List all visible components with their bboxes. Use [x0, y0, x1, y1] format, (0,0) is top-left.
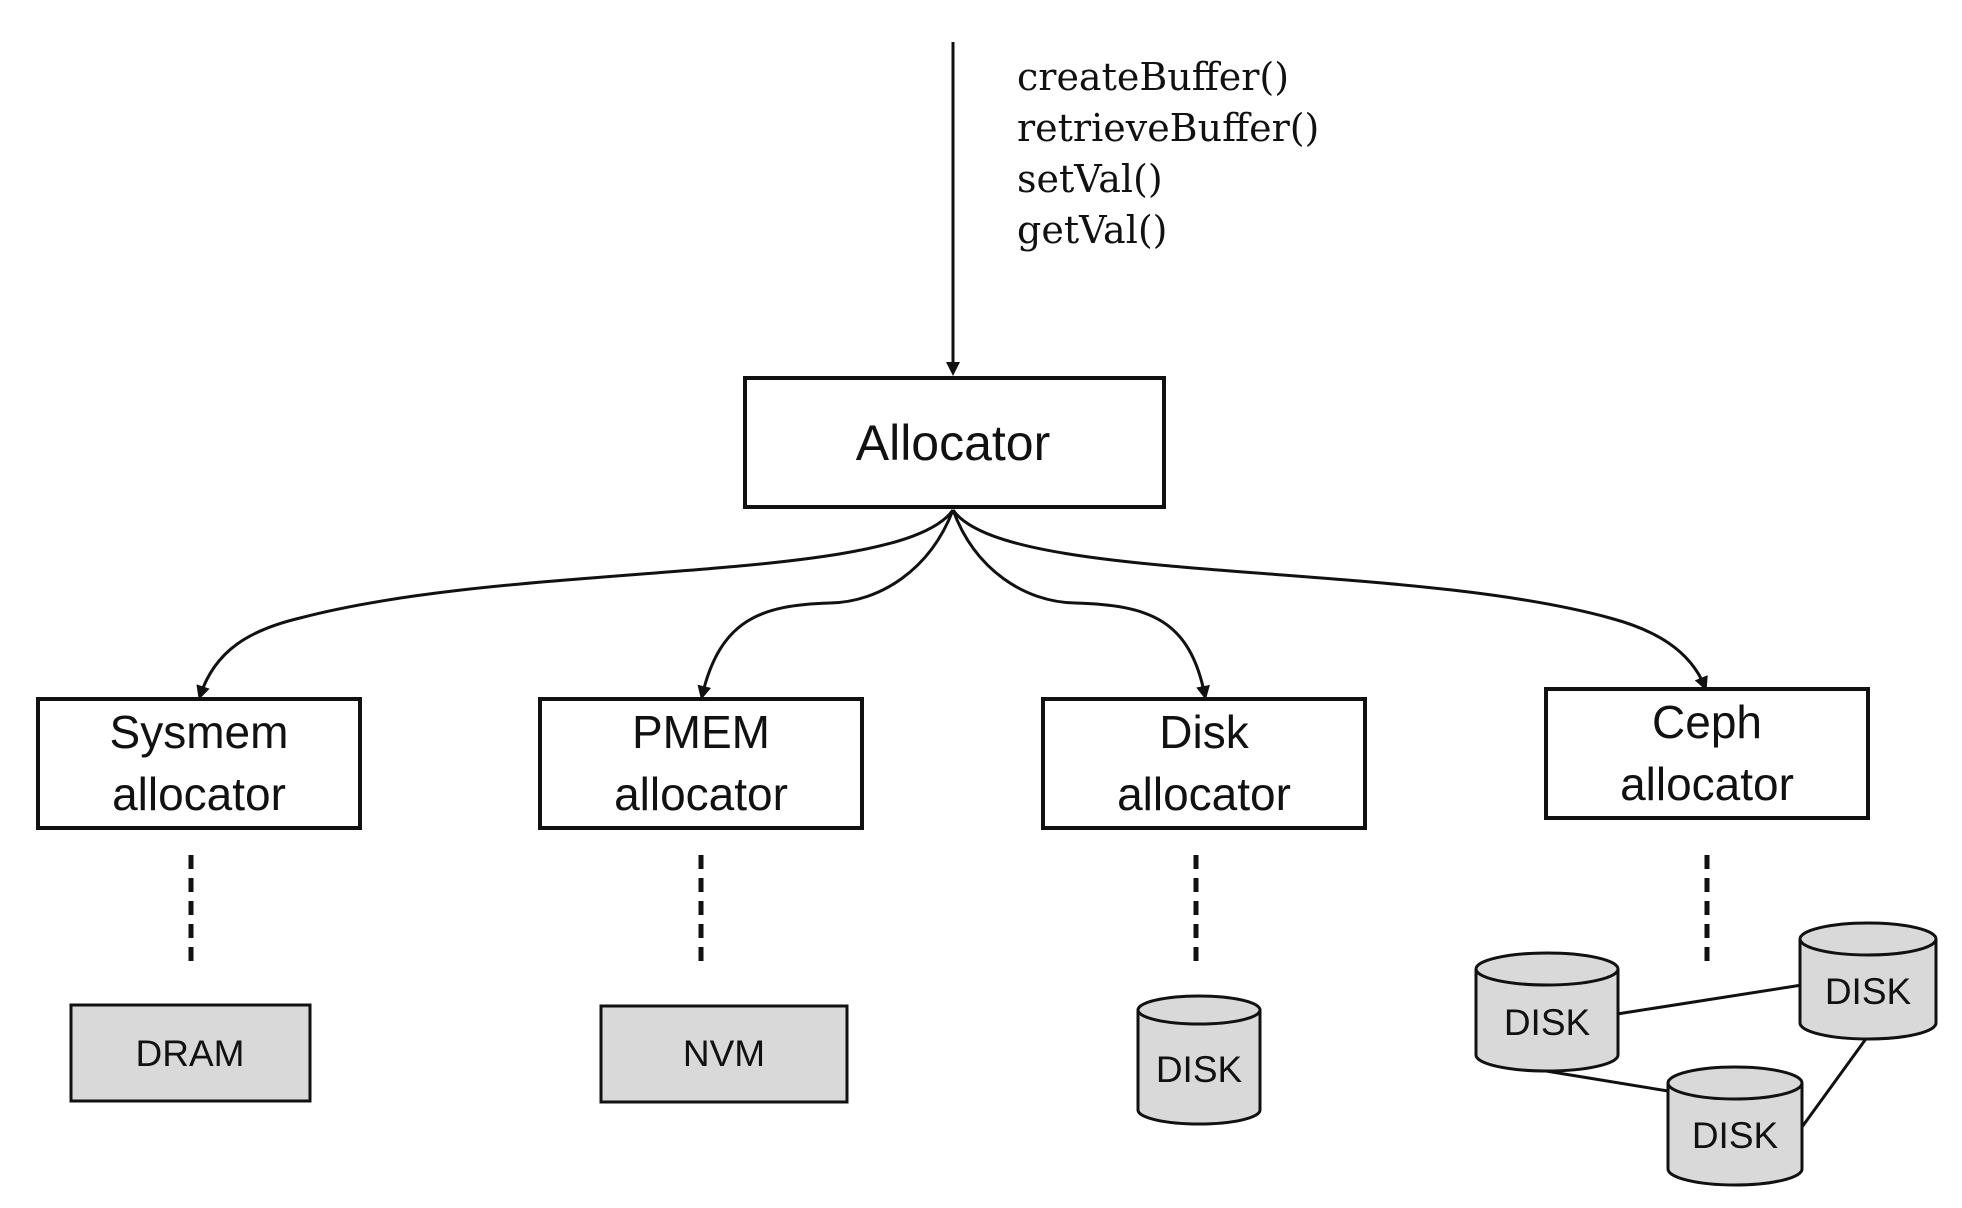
- pmem-allocator-label-line1: PMEM: [632, 706, 770, 758]
- disk-storage: DISK: [1136, 994, 1262, 1126]
- nvm-storage: NVM: [599, 1004, 849, 1104]
- ceph-disk-bottom-label: DISK: [1692, 1115, 1779, 1156]
- sysmem-allocator-label-line2: allocator: [112, 768, 286, 820]
- nvm-label: NVM: [683, 1033, 765, 1074]
- allocator-node: Allocator: [743, 376, 1166, 509]
- ceph-disk-right-top: [1798, 921, 1938, 957]
- sysmem-allocator-label-line1: Sysmem: [110, 706, 289, 758]
- api-call-retrieve-buffer: retrieveBuffer(): [1017, 106, 1319, 150]
- disk-allocator-label-line1: Disk: [1159, 706, 1249, 758]
- sysmem-allocator-node: Sysmem allocator: [36, 697, 362, 830]
- pmem-allocator-box: [538, 697, 864, 830]
- ceph-allocator-label-line1: Ceph: [1652, 696, 1762, 748]
- pmem-allocator-node: PMEM allocator: [538, 697, 864, 830]
- ceph-disk-right-label: DISK: [1825, 971, 1912, 1012]
- ceph-disk-left-top: [1474, 951, 1620, 987]
- nvm-box: [599, 1004, 849, 1104]
- disk-cylinder-top: [1136, 994, 1262, 1026]
- disk-label: DISK: [1156, 1049, 1243, 1090]
- dashed-connectors: [188, 855, 1710, 970]
- ceph-disk-bottom-top: [1666, 1065, 1804, 1101]
- sysmem-allocator-box: [36, 697, 362, 830]
- api-call-set-val: setVal(): [1017, 157, 1163, 201]
- allocator-connectors: [196, 509, 1708, 700]
- ceph-cluster-links: [1545, 983, 1870, 1128]
- arrow-to-disk: [951, 509, 1210, 700]
- dram-label: DRAM: [136, 1033, 245, 1074]
- dram-box: [69, 1003, 312, 1103]
- arrow-to-ceph: [951, 509, 1708, 691]
- disk-allocator-box: [1041, 697, 1367, 830]
- ceph-link-left-bottom: [1545, 1069, 1669, 1093]
- disk-allocator-label-line2: allocator: [1117, 768, 1291, 820]
- ceph-link-left-right: [1616, 983, 1803, 1016]
- ceph-allocator-label-line2: allocator: [1620, 758, 1794, 810]
- ceph-allocator-box: [1544, 687, 1870, 820]
- arrow-to-sysmem: [196, 509, 955, 700]
- ceph-disk-left: DISK: [1474, 951, 1620, 1073]
- api-call-list: createBuffer() retrieveBuffer() setVal()…: [1017, 55, 1319, 252]
- ceph-disk-left-label: DISK: [1504, 1002, 1591, 1043]
- ceph-link-right-bottom: [1800, 1035, 1870, 1128]
- ceph-disk-bottom: DISK: [1666, 1065, 1804, 1187]
- allocator-label: Allocator: [856, 415, 1051, 471]
- api-call-get-val: getVal(): [1017, 208, 1168, 252]
- disk-allocator-node: Disk allocator: [1041, 697, 1367, 830]
- ceph-disk-right-body: [1798, 939, 1938, 1041]
- arrow-to-pmem: [697, 509, 955, 700]
- ceph-disk-left-body: [1474, 969, 1620, 1073]
- ceph-allocator-node: Ceph allocator: [1544, 687, 1870, 820]
- ceph-disk-right: DISK: [1798, 921, 1938, 1041]
- dram-storage: DRAM: [69, 1003, 312, 1103]
- pmem-allocator-label-line2: allocator: [614, 768, 788, 820]
- api-call-create-buffer: createBuffer(): [1017, 55, 1289, 99]
- allocator-box: [743, 376, 1166, 509]
- ceph-disk-bottom-body: [1666, 1083, 1804, 1187]
- disk-cylinder-body: [1136, 1010, 1262, 1126]
